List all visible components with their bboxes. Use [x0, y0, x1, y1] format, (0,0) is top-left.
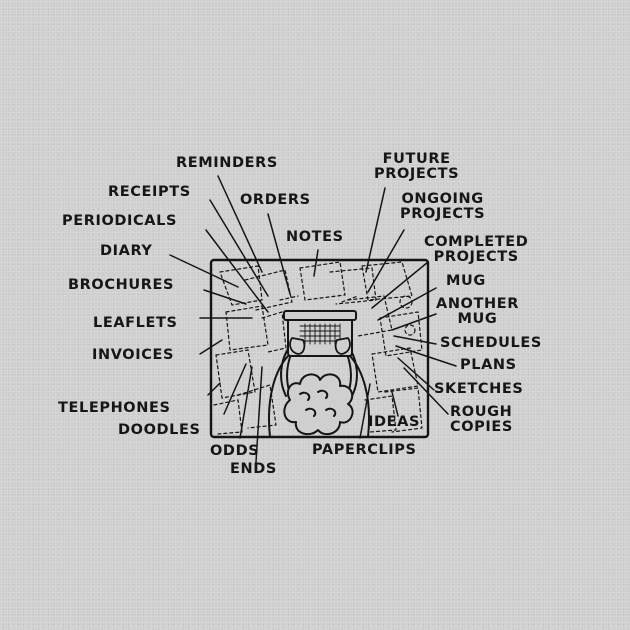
desk-clutter	[213, 261, 423, 435]
label-receipts: RECEIPTS	[108, 184, 191, 200]
label-orders: ORDERS	[240, 192, 311, 208]
label-ongoing-projects: ONGOING PROJECTS	[400, 191, 486, 222]
label-invoices: INVOICES	[92, 347, 175, 363]
label-paperclips: PAPERCLIPS	[312, 442, 417, 458]
label-ideas: IDEAS	[368, 414, 421, 430]
label-future-projects: FUTURE PROJECTS	[374, 151, 460, 182]
label-brochures: BROCHURES	[68, 277, 175, 293]
label-plans: PLANS	[460, 357, 517, 373]
label-schedules: SCHEDULES	[440, 335, 542, 351]
label-periodicals: PERIODICALS	[62, 213, 177, 229]
label-doodles: DOODLES	[118, 422, 201, 438]
leader-lines	[169, 175, 457, 463]
label-rough-copies: ROUGH COPIES	[450, 404, 513, 435]
label-mug: MUG	[446, 273, 486, 289]
label-ends: ENDS	[230, 461, 277, 477]
label-diary: DIARY	[100, 243, 153, 259]
label-telephones: TELEPHONES	[58, 400, 171, 416]
curly-hair-head	[283, 373, 354, 436]
label-odds: ODDS	[210, 443, 260, 459]
label-sketches: SKETCHES	[434, 381, 524, 397]
desk-outline	[209, 258, 430, 439]
label-completed-projects: COMPLETED PROJECTS	[424, 234, 529, 265]
label-reminders: REMINDERS	[176, 155, 278, 171]
label-another-mug: ANOTHER MUG	[436, 296, 519, 327]
hands	[289, 337, 351, 355]
label-notes: NOTES	[286, 229, 344, 245]
label-leaflets: LEAFLETS	[93, 315, 178, 331]
